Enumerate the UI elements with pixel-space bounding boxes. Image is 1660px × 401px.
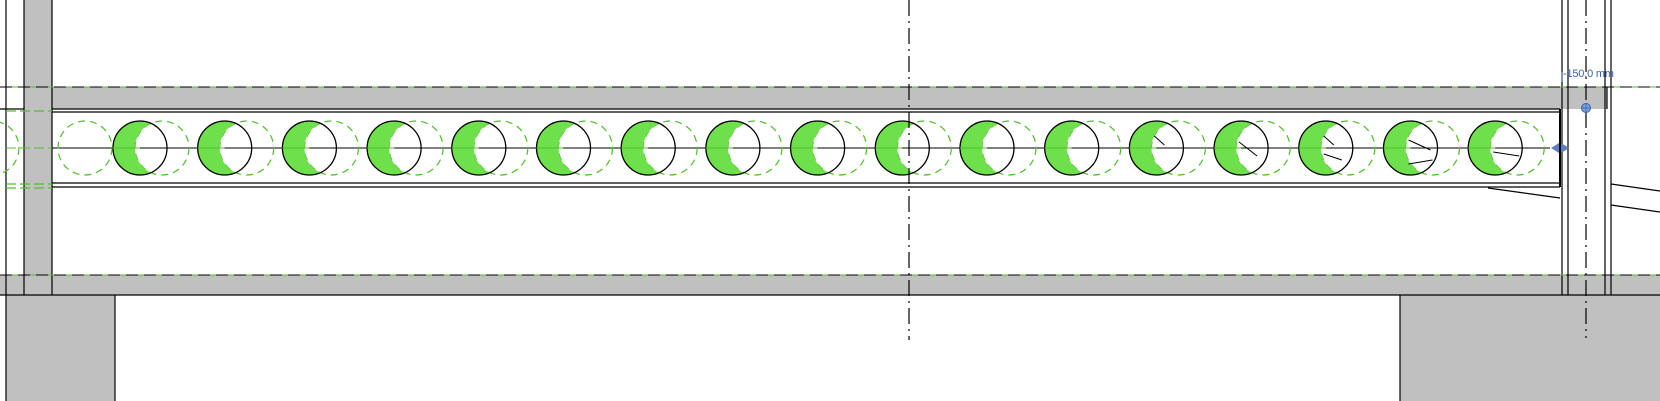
void-circle[interactable] — [1213, 120, 1291, 176]
drag-arrows-icon[interactable] — [1551, 143, 1569, 153]
void-circle[interactable] — [281, 120, 359, 176]
level-lines — [0, 86, 1660, 276]
void-circle[interactable] — [535, 120, 614, 176]
void-circle[interactable] — [366, 120, 444, 176]
bottom-slab-band — [0, 275, 1660, 295]
void-circle[interactable] — [451, 120, 529, 176]
ghost-void-left — [0, 120, 113, 176]
grip-circle-icon[interactable] — [1581, 103, 1591, 113]
void-circle[interactable] — [1128, 120, 1207, 176]
void-circle[interactable] — [1382, 120, 1461, 176]
hollow-core-voids[interactable] — [112, 120, 1545, 176]
void-circle[interactable] — [1298, 120, 1376, 176]
void-circle[interactable] — [705, 120, 783, 176]
void-circle[interactable] — [1467, 120, 1545, 176]
reference-planes[interactable] — [908, 0, 1587, 340]
void-circle[interactable] — [1044, 120, 1122, 176]
void-circle[interactable] — [874, 120, 952, 176]
void-circle[interactable] — [620, 120, 698, 176]
void-circle[interactable] — [112, 120, 190, 176]
dimension-label[interactable]: -150.0 mm — [1563, 68, 1614, 80]
void-circle[interactable] — [959, 120, 1037, 176]
void-circle[interactable] — [197, 120, 275, 176]
left-footing — [6, 295, 115, 401]
void-circle[interactable] — [789, 120, 868, 176]
right-footing — [1400, 295, 1660, 401]
top-beam-band — [52, 87, 1607, 109]
